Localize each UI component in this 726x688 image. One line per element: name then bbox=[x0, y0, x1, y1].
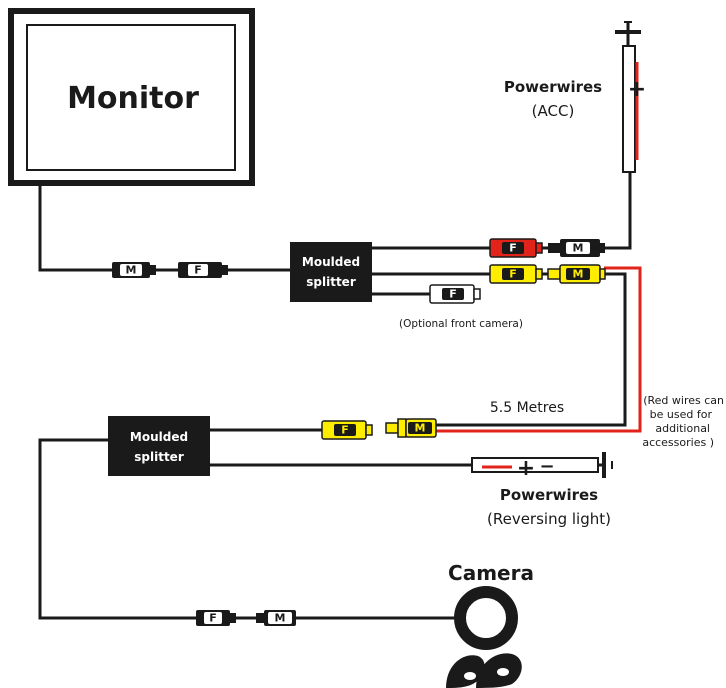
red-note-line1: (Red wires can bbox=[643, 394, 724, 407]
acc-power-fuse bbox=[615, 21, 641, 173]
moulded-splitter-top: Moulded splitter bbox=[290, 242, 372, 302]
splitter-top-line2: splitter bbox=[306, 275, 356, 289]
camera-male-label: M bbox=[275, 612, 286, 625]
powerwires-acc-title: Powerwires bbox=[504, 78, 602, 96]
wires bbox=[38, 172, 632, 620]
reversing-minus-symbol: − bbox=[539, 456, 554, 477]
reversing-power-fuse bbox=[471, 452, 613, 478]
video-male-connector-top: M bbox=[547, 264, 606, 284]
camera-male-connector: M bbox=[256, 610, 296, 626]
power-male-label: M bbox=[573, 242, 584, 255]
front-camera-female-label: F bbox=[449, 288, 457, 301]
red-note-line2: be used for bbox=[650, 408, 713, 421]
monitor-female-label: F bbox=[194, 264, 202, 277]
power-male-connector: M bbox=[548, 239, 605, 257]
video-male-connector-bottom: M bbox=[385, 418, 437, 438]
monitor-female-connector: F bbox=[178, 262, 228, 278]
splitter-top-line1: Moulded bbox=[302, 255, 360, 269]
monitor: Monitor bbox=[8, 8, 255, 186]
monitor-male-connector: M bbox=[112, 262, 156, 278]
red-wires-note: (Red wires can be used for additional ac… bbox=[642, 394, 724, 449]
acc-plus-symbol: + bbox=[628, 77, 646, 102]
powerwires-rev-sub: (Reversing light) bbox=[487, 510, 611, 528]
powerwires-acc-sub: (ACC) bbox=[532, 102, 575, 120]
monitor-male-label: M bbox=[126, 264, 137, 277]
power-female-connector: F bbox=[489, 238, 543, 258]
front-camera-female-connector: F bbox=[429, 284, 481, 304]
video-male-label-bottom: M bbox=[415, 422, 426, 435]
red-wires bbox=[406, 266, 642, 433]
splitter-bottom-line2: splitter bbox=[134, 450, 184, 464]
monitor-label: Monitor bbox=[67, 81, 199, 116]
video-female-label-bottom: F bbox=[341, 424, 349, 437]
video-female-connector-top: F bbox=[489, 264, 543, 284]
reversing-plus-symbol: + bbox=[517, 456, 535, 481]
moulded-splitter-bottom: Moulded splitter bbox=[108, 416, 210, 476]
red-note-line3: additional bbox=[655, 422, 710, 435]
red-note-line4: accessories ) bbox=[642, 436, 714, 449]
video-female-connector-bottom: F bbox=[321, 420, 373, 440]
camera-female-label: F bbox=[209, 612, 217, 625]
cable-length-label: 5.5 Metres bbox=[490, 400, 564, 416]
power-female-label: F bbox=[509, 242, 517, 255]
splitter-bottom-line1: Moulded bbox=[130, 430, 188, 444]
video-male-label-top: M bbox=[573, 268, 584, 281]
optional-front-camera-label: (Optional front camera) bbox=[399, 318, 523, 330]
video-female-label-top: F bbox=[509, 268, 517, 281]
camera-label: Camera bbox=[448, 561, 534, 585]
camera-icon bbox=[446, 586, 522, 688]
camera-female-connector: F bbox=[196, 610, 236, 626]
powerwires-rev-title: Powerwires bbox=[500, 486, 598, 504]
